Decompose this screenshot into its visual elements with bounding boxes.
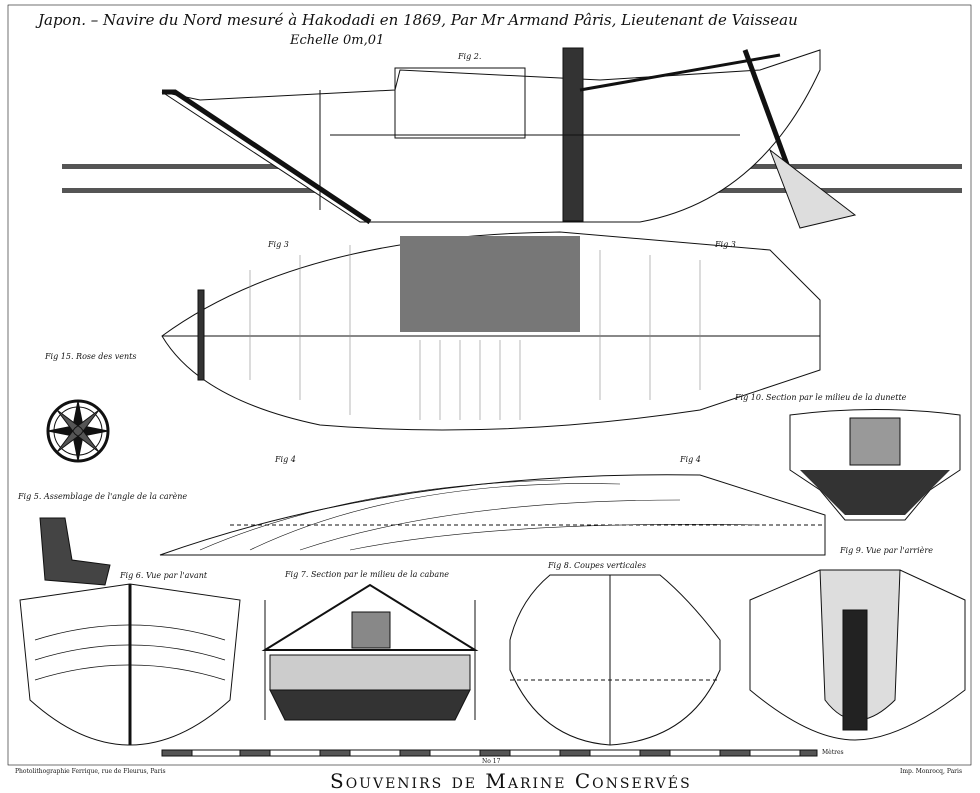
fig3-label-right: Fig 3 [715, 240, 736, 249]
plate-scale: Echelle 0m,01 [290, 33, 385, 48]
fig2-label: Fig 2. [458, 52, 482, 61]
scale-unit: Mètres [822, 749, 844, 756]
vertical-sections [509, 574, 721, 746]
fig10-label: Fig 10. Section par le milieu de la dune… [735, 393, 907, 402]
hull-joint-detail [39, 517, 111, 586]
side-elevation [161, 47, 857, 229]
plate-border [7, 4, 972, 766]
hull-lines [159, 474, 826, 556]
series-title: Souvenirs de Marine Conservés [330, 769, 692, 793]
scale-bar [161, 749, 818, 757]
fig6-label: Fig 6. Vue par l'avant [120, 571, 208, 580]
plate-number: No 17 [482, 758, 501, 765]
compass-rose-icon [46, 399, 110, 463]
stern-section [789, 409, 961, 521]
fig3-label-left: Fig 3 [268, 240, 289, 249]
deck-plan [161, 231, 821, 431]
fig8-label: Fig 8. Coupes verticales [548, 561, 647, 570]
fig4-label-left: Fig 4 [275, 455, 296, 464]
plate-title: Japon. – Navire du Nord mesuré à Hakodad… [38, 11, 798, 29]
fig4-label-right: Fig 4 [680, 455, 701, 464]
footer-imprint: Imp. Monrocq, Paris [900, 768, 963, 775]
footer-printer: Photolithographie Ferrique, rue de Fleur… [15, 768, 166, 775]
fig5-label: Fig 5. Assemblage de l'angle de la carèn… [18, 492, 188, 501]
cabin-section [261, 583, 479, 721]
stern-view [749, 569, 966, 741]
fig15-label: Fig 15. Rose des vents [45, 352, 137, 361]
fig7-label: Fig 7. Section par le milieu de la caban… [285, 570, 450, 579]
fig9-label: Fig 9. Vue par l'arrière [840, 546, 933, 555]
bow-view [19, 583, 241, 746]
